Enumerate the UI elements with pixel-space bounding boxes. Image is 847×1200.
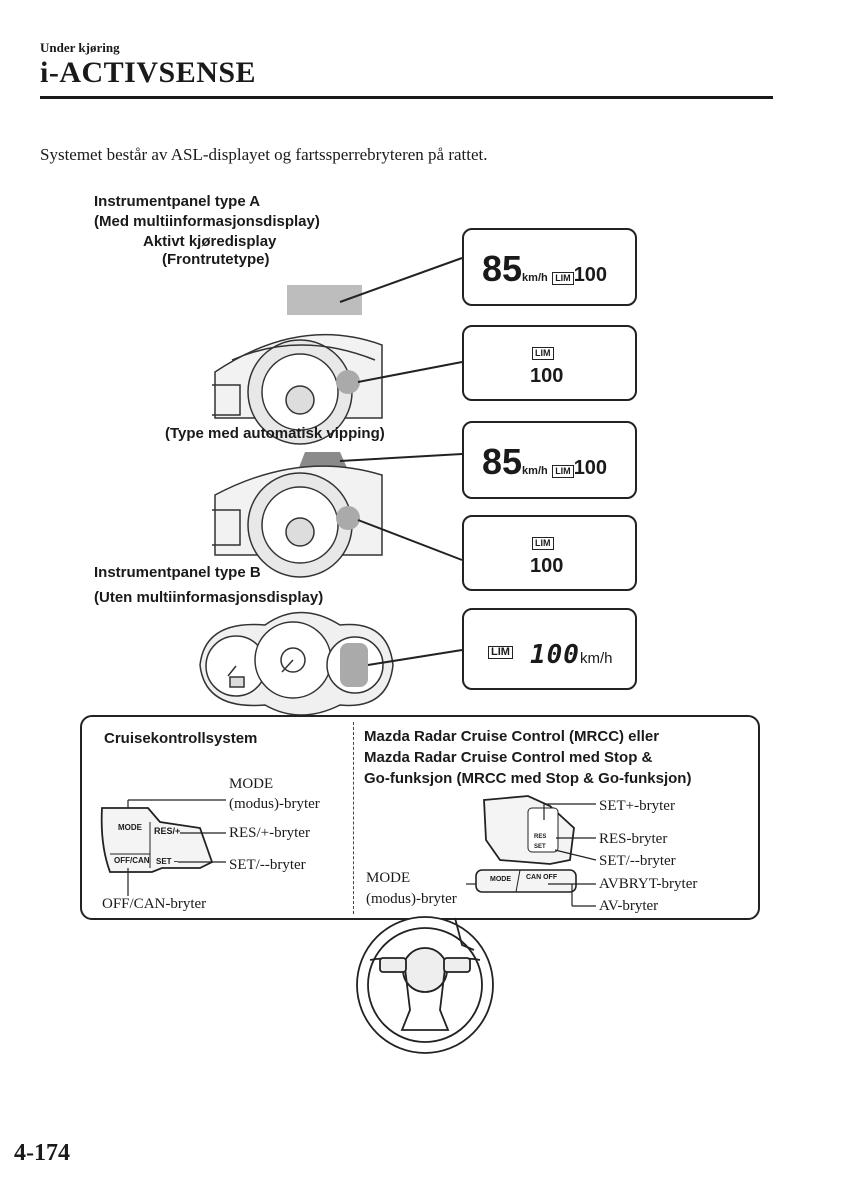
tilt-type-label: (Type med automatisk vipping) (165, 425, 385, 442)
speed-unit: km/h (522, 465, 548, 477)
limit-value: 100 (573, 457, 608, 479)
setplus-switch-label: SET+-bryter (599, 798, 675, 814)
segment-display-type-b: LIM 100km/h (462, 608, 637, 690)
speed-value: 85 (482, 441, 523, 482)
mrcc-title-line2: Mazda Radar Cruise Control med Stop & (364, 749, 653, 766)
mid-display-type-a: LIM 100 (462, 325, 637, 401)
segment-limit-value: 100 (530, 640, 580, 670)
panel-b-label: Instrumentpanel type B (94, 564, 261, 581)
active-driving-display-label: Aktivt kjøredisplay (143, 233, 277, 250)
leader-line (357, 519, 463, 561)
limit-value: 100 (530, 365, 564, 387)
instrument-display-spot (340, 643, 368, 687)
set-switch-label: SET/--bryter (229, 857, 306, 873)
mode-switch-label-mrcc: MODE (366, 870, 411, 886)
section-header: Under kjøring (40, 40, 120, 55)
lim-badge: LIM (532, 537, 554, 550)
switch-label-set: SET – (156, 857, 179, 866)
limit-value: 100 (573, 264, 608, 286)
setminus-switch-label: SET/--bryter (599, 853, 676, 869)
res-switch-label-mrcc: RES-bryter (599, 831, 668, 847)
res-switch-label: RES/+-bryter (229, 825, 310, 841)
mid-display-tilt-type: LIM 100 (462, 515, 637, 591)
tilting-display (298, 452, 348, 470)
page-number: 4-174 (14, 1140, 70, 1166)
switch-label-res: RES/+ (154, 826, 181, 836)
offcan-switch-label: OFF/CAN-bryter (102, 896, 207, 912)
lim-badge: LIM (532, 347, 554, 360)
speed-value: 85 (482, 248, 523, 289)
mode-can-switches (475, 869, 577, 893)
switch-label-mode-mrcc: MODE (490, 876, 511, 883)
switch-label-offcan: OFF/CAN (114, 856, 150, 865)
lim-badge: LIM (552, 465, 574, 478)
instrument-display-spot (336, 370, 360, 394)
dashboard-illustration (212, 465, 383, 578)
avbryt-switch-label: AVBRYT-bryter (599, 876, 698, 892)
av-switch-label: AV-bryter (599, 898, 659, 914)
title-rule (40, 96, 773, 99)
panel-divider (353, 722, 354, 914)
switch-label-mode: MODE (118, 823, 142, 832)
panel-a-sublabel: (Med multiinformasjonsdisplay) (94, 213, 320, 230)
dashboard-illustration (212, 333, 383, 445)
switch-label-set-mrcc: SET (534, 844, 546, 850)
lim-badge: LIM (488, 646, 513, 659)
panel-b-sublabel: (Uten multiinformasjonsdisplay) (94, 589, 324, 606)
mrcc-title-line1: Mazda Radar Cruise Control (MRCC) eller (364, 728, 660, 745)
windshield-display-area (287, 285, 362, 315)
leader-line (357, 361, 463, 383)
leader-line (339, 453, 463, 462)
mode-switch-label: MODE (229, 776, 274, 792)
cruise-control-title: Cruisekontrollsystem (104, 730, 258, 747)
steering-wheel-illustration (356, 916, 494, 1054)
mrcc-title-line3: Go-funksjon (MRCC med Stop & Go-funksjon… (364, 770, 692, 787)
speed-unit: km/h (522, 272, 548, 284)
leader-line (339, 257, 463, 303)
mode-switch-sublabel: (modus)-bryter (229, 796, 320, 812)
instrument-display-spot (336, 506, 360, 530)
mode-switch-sublabel-mrcc: (modus)-bryter (366, 891, 457, 907)
panel-a-label: Instrumentpanel type A (94, 193, 261, 210)
page-title: i-ACTIVSENSE (40, 56, 257, 89)
segment-unit: km/h (579, 650, 613, 667)
limit-value: 100 (530, 555, 564, 577)
switch-label-can-off: CAN OFF (526, 874, 558, 881)
lim-badge: LIM (552, 272, 574, 285)
cruise-switch-pad (100, 807, 214, 873)
intro-text: Systemet består av ASL-displayet og fart… (40, 145, 488, 164)
leader-line (367, 649, 463, 666)
switch-label-res-mrcc: RES (534, 834, 547, 840)
windshield-type-label: (Frontrutetype) (162, 251, 270, 268)
